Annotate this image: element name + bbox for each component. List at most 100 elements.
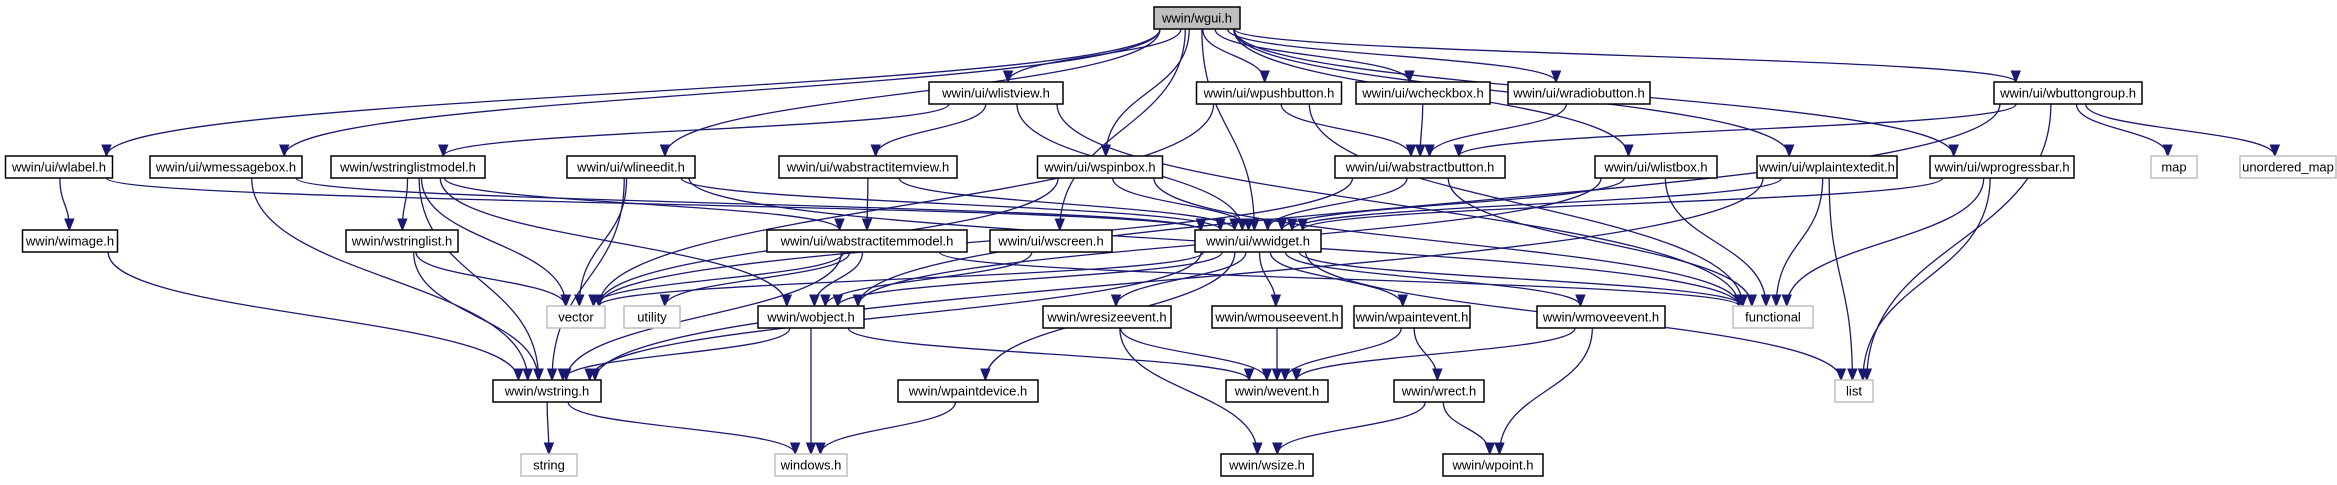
edge-wpushbutton-to-vector	[599, 103, 1215, 306]
node-label: wwin/ui/wprogressbar.h	[1933, 160, 2069, 175]
node-wspinbox[interactable]: wwin/ui/wspinbox.h	[1036, 155, 1164, 179]
edge-wbuttongroup-to-map	[2075, 103, 2167, 157]
node-wgui[interactable]: wwin/wgui.h	[1153, 6, 1241, 30]
edge-wabstractbutton-to-functional	[1447, 177, 1752, 306]
edge-wprogressbar-to-wwidget	[1303, 177, 1944, 231]
edge-wbuttongroup-to-wobject	[858, 103, 2001, 306]
node-label: wwin/wstringlist.h	[351, 234, 452, 249]
edge-wrect-to-wsize	[1277, 401, 1426, 455]
node-box	[778, 155, 958, 179]
node-wwidget[interactable]: wwin/ui/wwidget.h	[1194, 229, 1322, 253]
node-box	[2150, 155, 2198, 179]
node-windows: windows.h	[774, 453, 848, 477]
edge-wgui-to-wwidget	[1201, 28, 1254, 230]
node-wabstractitemview[interactable]: wwin/ui/wabstractitemview.h	[778, 155, 958, 179]
node-wbuttongroup[interactable]: wwin/ui/wbuttongroup.h	[1993, 81, 2143, 105]
node-box	[1442, 453, 1544, 477]
node-box	[1594, 155, 1718, 179]
node-wstringlist[interactable]: wwin/wstringlist.h	[345, 229, 459, 253]
node-wobject[interactable]: wwin/wobject.h	[757, 305, 865, 329]
node-wmessagebox[interactable]: wwin/ui/wmessagebox.h	[149, 155, 303, 179]
edge-wlistview-to-wstringlistmodel	[443, 103, 950, 157]
node-box	[1393, 379, 1485, 403]
node-wplaintextedit[interactable]: wwin/ui/wplaintextedit.h	[1756, 155, 1898, 179]
edge-wlineedit-to-wstring	[552, 177, 625, 380]
node-label: wwin/ui/wabstractitemmodel.h	[780, 234, 954, 249]
edge-wresizeevent-to-wevent	[1119, 327, 1267, 381]
node-box	[21, 229, 119, 253]
node-wprogressbar[interactable]: wwin/ui/wprogressbar.h	[1929, 155, 2075, 179]
edge-wlistbox-to-wwidget	[1282, 177, 1625, 231]
node-wpushbutton[interactable]: wwin/ui/wpushbutton.h	[1195, 81, 1343, 105]
edge-wstringlistmodel-to-wstring	[418, 177, 539, 380]
node-box	[1536, 305, 1666, 329]
edge-wwidget-to-wmouseevent	[1258, 251, 1276, 306]
edge-wgui-to-wpushbutton	[1202, 28, 1265, 83]
edge-wrect-to-wpoint	[1442, 401, 1489, 455]
edge-wgui-to-wbuttongroup	[1233, 28, 2016, 83]
edge-wwidget-to-vector	[599, 251, 1205, 307]
node-wlistview[interactable]: wwin/ui/wlistview.h	[928, 81, 1064, 105]
node-wevent[interactable]: wwin/wevent.h	[1225, 379, 1329, 403]
edge-wstringlist-to-vector	[415, 251, 566, 307]
edge-wspinbox-to-wwidget	[1111, 177, 1249, 231]
node-label: wwin/wrect.h	[1401, 384, 1476, 399]
node-wabstractitemmodel[interactable]: wwin/ui/wabstractitemmodel.h	[766, 229, 968, 253]
edge-wgui-to-wscreen	[1060, 28, 1186, 230]
edge-wwidget-to-wstring	[590, 251, 1202, 380]
node-label: utility	[637, 310, 667, 325]
node-label: wwin/wpoint.h	[1452, 458, 1534, 473]
edge-wstringlistmodel-to-wobject	[439, 177, 787, 306]
node-functional: functional	[1732, 305, 1814, 329]
edge-wobject-to-wevent	[847, 327, 1249, 381]
node-wpaintevent[interactable]: wwin/wpaintevent.h	[1353, 305, 1471, 329]
edge-wstring-to-string	[547, 401, 549, 454]
node-wpaintdevice[interactable]: wwin/wpaintdevice.h	[897, 379, 1039, 403]
edge-wstring-to-windows	[567, 401, 795, 455]
node-label: wwin/ui/wabstractbutton.h	[1345, 160, 1495, 175]
edge-wstringlist-to-wstring	[412, 251, 539, 380]
edge-wstringlistmodel-to-vector	[420, 177, 565, 306]
node-label: unordered_map	[2242, 160, 2334, 175]
edge-wabstractitemmodel-to-wobject	[814, 251, 864, 307]
edge-wpushbutton-to-wabstractbutton	[1280, 103, 1411, 157]
node-box	[1756, 155, 1898, 179]
node-wlabel[interactable]: wwin/ui/wlabel.h	[4, 155, 114, 179]
node-label: wwin/wobject.h	[766, 310, 854, 325]
node-wrect[interactable]: wwin/wrect.h	[1393, 379, 1485, 403]
edge-wradiobutton-to-wabstractbutton	[1430, 103, 1567, 157]
node-wresizeevent[interactable]: wwin/wresizeevent.h	[1042, 305, 1172, 329]
node-wabstractbutton[interactable]: wwin/ui/wabstractbutton.h	[1334, 155, 1506, 179]
node-wscreen[interactable]: wwin/ui/wscreen.h	[989, 229, 1113, 253]
edge-wmessagebox-to-wstring	[251, 177, 528, 380]
node-wpoint[interactable]: wwin/wpoint.h	[1442, 453, 1544, 477]
edge-wwidget-to-wresizeevent	[1116, 251, 1247, 307]
edge-wbuttongroup-to-unordered_map	[2084, 103, 2275, 157]
node-label: wwin/ui/wlistview.h	[941, 86, 1050, 101]
node-box	[149, 155, 303, 179]
node-box	[766, 229, 968, 253]
node-wsize[interactable]: wwin/wsize.h	[1220, 453, 1314, 477]
node-wstringlistmodel[interactable]: wwin/wstringlistmodel.h	[330, 155, 486, 179]
node-wcheckbox[interactable]: wwin/ui/wcheckbox.h	[1355, 81, 1491, 105]
node-box	[2239, 155, 2337, 179]
node-label: wwin/ui/wlabel.h	[11, 160, 106, 175]
edge-wabstractbutton-to-vector	[599, 177, 1354, 306]
node-label: wwin/ui/wbuttongroup.h	[1999, 86, 2136, 101]
edge-wlabel-to-wimage	[59, 177, 69, 230]
node-wimage[interactable]: wwin/wimage.h	[21, 229, 119, 253]
node-box	[4, 155, 114, 179]
node-wradiobutton[interactable]: wwin/ui/wradiobutton.h	[1507, 81, 1651, 105]
node-map: map	[2150, 155, 2198, 179]
node-label: wwin/ui/wcheckbox.h	[1361, 86, 1483, 101]
node-wmouseevent[interactable]: wwin/wmouseevent.h	[1211, 305, 1343, 329]
node-wlistbox[interactable]: wwin/ui/wlistbox.h	[1594, 155, 1718, 179]
edge-wscreen-to-wobject	[825, 251, 1033, 307]
node-wstring[interactable]: wwin/wstring.h	[492, 379, 602, 403]
edge-wwidget-to-wpaintevent	[1269, 251, 1402, 307]
node-wlineedit[interactable]: wwin/ui/wlineedit.h	[566, 155, 696, 179]
node-wmoveevent[interactable]: wwin/wmoveevent.h	[1536, 305, 1666, 329]
node-box	[1929, 155, 2075, 179]
edge-wwidget-to-wmoveevent	[1284, 251, 1580, 307]
